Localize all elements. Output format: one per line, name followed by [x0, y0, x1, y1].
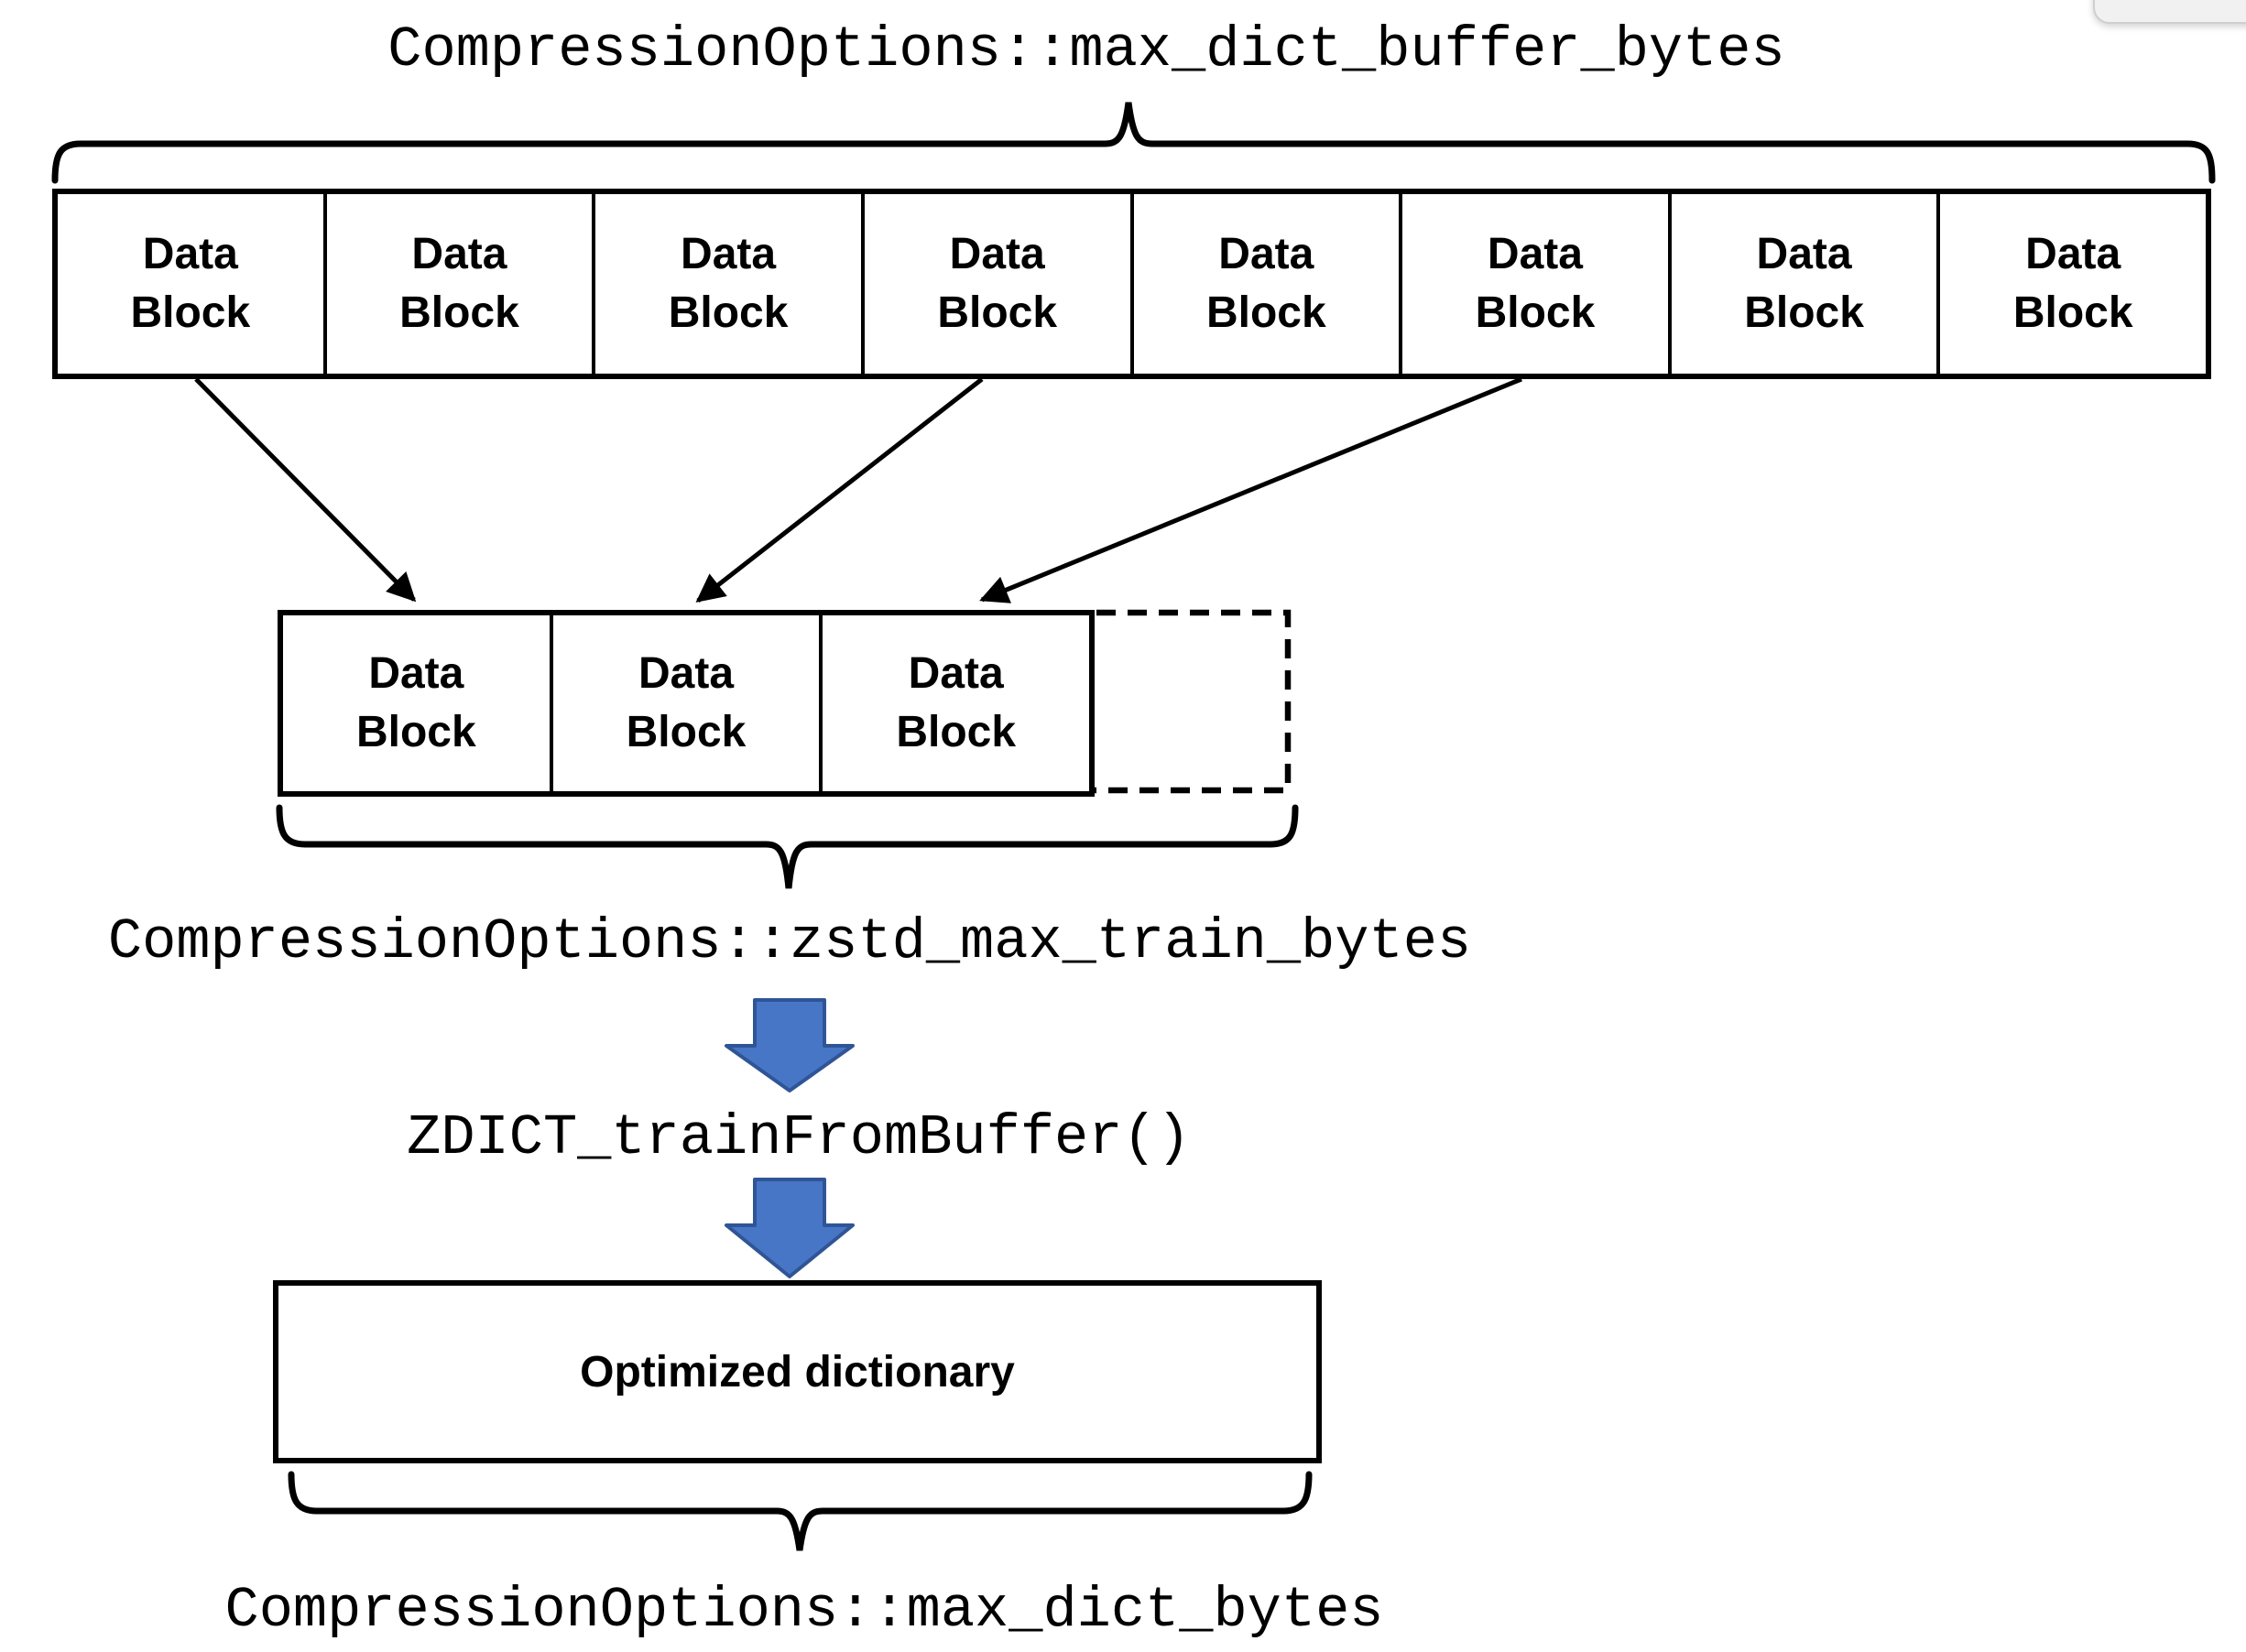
data-block-label-line2: Block	[668, 288, 789, 337]
data-block-label-line2: Block	[130, 288, 251, 337]
data-block-label-line1: Data	[908, 649, 1004, 698]
data-block-label-line2: Block	[896, 708, 1017, 756]
optimized-dictionary-label: Optimized dictionary	[580, 1347, 1015, 1397]
label-zstd-max-train-bytes: CompressionOptions::zstd_max_train_bytes	[107, 909, 1472, 974]
sampling-arrow-1	[194, 377, 417, 603]
data-block-label-line1: Data	[681, 230, 777, 278]
corner-widget	[2093, 0, 2246, 24]
label-zdict-train-from-buffer: ZDICT_trainFromBuffer()	[407, 1105, 1191, 1170]
data-block-label-line1: Data	[1756, 230, 1852, 278]
blue-arrow	[725, 998, 855, 1092]
data-block-label-line2: Block	[1205, 288, 1326, 337]
brace-max-dict-bytes	[288, 1471, 1313, 1551]
data-block-label-line2: Block	[2012, 288, 2133, 337]
data-block-label-line1: Data	[638, 649, 735, 698]
data-block-label-line1: Data	[411, 230, 507, 278]
sampling-arrow-3	[979, 376, 1522, 603]
optimized-dictionary-box: Optimized dictionary	[273, 1280, 1322, 1463]
data-block-label-line1: Data	[142, 230, 238, 278]
brace-max-dict-buffer-bytes	[51, 102, 2216, 184]
blue-arrow	[725, 1178, 855, 1278]
data-block-label-line2: Block	[937, 288, 1058, 337]
data-block-label-line2: Block	[1744, 288, 1864, 337]
label-max-dict-buffer-bytes: CompressionOptions::max_dict_buffer_byte…	[387, 17, 1785, 82]
data-block-label-line2: Block	[355, 708, 476, 756]
data-block-label-line1: Data	[949, 230, 1045, 278]
sampling-arrow-2	[695, 377, 984, 603]
data-block-label-line1: Data	[368, 649, 464, 698]
data-block-label-line1: Data	[1487, 230, 1583, 278]
data-block-label-line2: Block	[399, 288, 519, 337]
data-block-label-line2: Block	[626, 708, 747, 756]
label-max-dict-bytes: CompressionOptions::max_dict_bytes	[224, 1578, 1384, 1643]
data-block-label-line1: Data	[1218, 230, 1314, 278]
data-block-label-line1: Data	[2025, 230, 2121, 278]
brace-zstd-max-train-bytes	[276, 804, 1299, 889]
data-block-label-line2: Block	[1475, 288, 1596, 337]
dashed-placeholder-block	[1092, 609, 1292, 794]
